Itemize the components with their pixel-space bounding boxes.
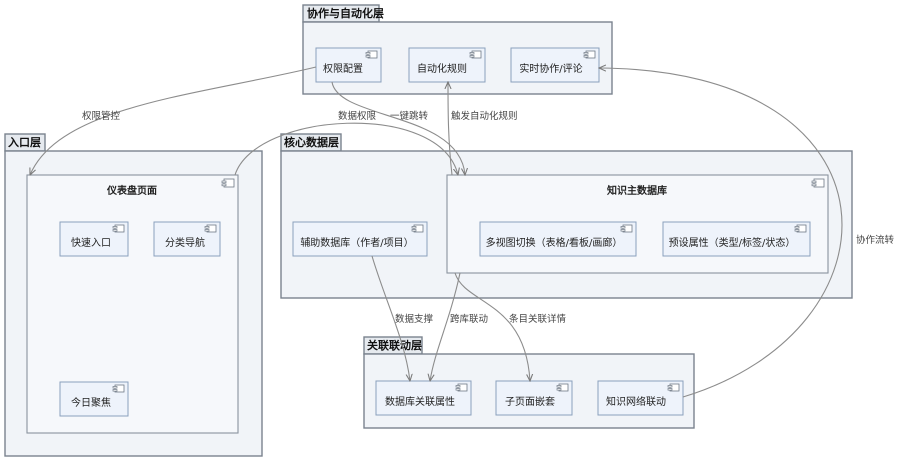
container-dashboard: 仪表盘页面	[26, 174, 239, 434]
container-title-master-db: 知识主数据库	[606, 184, 667, 197]
component-category-nav[interactable]: 分类导航	[153, 221, 221, 257]
edge-cross-db	[430, 272, 461, 381]
package-title-core: 核心数据层	[284, 135, 339, 149]
component-realtime-collab[interactable]: 实时协作/评论	[510, 47, 600, 83]
component-label: 多视图切换（表格/看板/画廊）	[486, 236, 623, 249]
container-title-dashboard: 仪表盘页面	[106, 184, 157, 197]
edge-collab-flow	[599, 68, 843, 398]
component-perm-config[interactable]: 权限配置	[315, 47, 382, 83]
component-label: 预设属性（类型/标签/状态）	[669, 236, 796, 249]
package-title-entry: 入口层	[8, 136, 41, 149]
component-icon	[469, 50, 482, 59]
component-icon	[455, 383, 468, 392]
component-auto-rules[interactable]: 自动化规则	[408, 47, 486, 83]
component-label: 权限配置	[323, 62, 363, 75]
component-db-relation[interactable]: 数据库关联属性	[375, 380, 472, 416]
package-title-link: 关联联动层	[367, 338, 422, 352]
component-label: 今日聚焦	[71, 396, 111, 409]
component-icon	[556, 383, 569, 392]
edge-perm-control	[30, 66, 317, 175]
component-label: 知识网络联动	[606, 395, 666, 408]
component-preset-props[interactable]: 预设属性（类型/标签/状态）	[662, 221, 811, 257]
component-aux-db[interactable]: 辅助数据库（作者/项目）	[292, 221, 428, 257]
component-icon	[583, 50, 596, 59]
component-knowledge-link[interactable]: 知识网络联动	[597, 380, 684, 416]
edge-label-cross-db: 跨库联动	[450, 313, 488, 325]
component-subpage-nest[interactable]: 子页面嵌套	[495, 380, 573, 416]
edge-label-one-click-jump: 一键跳转	[390, 110, 429, 122]
edge-label-data-perm: 数据权限	[338, 110, 377, 122]
edge-label-collab-flow: 协作流转	[856, 234, 895, 246]
component-icon	[667, 383, 680, 392]
component-multi-view[interactable]: 多视图切换（表格/看板/画廊）	[479, 221, 637, 257]
component-label: 数据库关联属性	[385, 395, 455, 408]
edge-label-perm-control: 权限管控	[82, 110, 121, 122]
edge-label-trigger-rules: 触发自动化规则	[451, 110, 518, 122]
component-icon	[112, 384, 125, 393]
edge-label-data-support: 数据支撑	[395, 313, 434, 325]
edge-data-perm	[331, 81, 465, 175]
component-icon	[365, 50, 378, 59]
edge-entry-detail	[454, 272, 530, 381]
component-icon	[620, 224, 633, 233]
component-icon	[112, 224, 125, 233]
component-today-focus[interactable]: 今日聚焦	[59, 381, 129, 417]
edge-data-support	[371, 255, 410, 381]
component-icon	[811, 178, 825, 188]
component-label: 子页面嵌套	[505, 395, 555, 408]
component-label: 自动化规则	[417, 62, 467, 75]
component-label: 分类导航	[165, 236, 205, 249]
component-icon	[204, 224, 217, 233]
component-label: 实时协作/评论	[519, 62, 582, 75]
edge-label-entry-detail: 条目关联详情	[509, 313, 567, 325]
component-quick-entry[interactable]: 快速入口	[59, 221, 129, 257]
component-label: 快速入口	[71, 237, 111, 249]
component-label: 辅助数据库（作者/项目）	[300, 236, 413, 249]
package-title-collab: 协作与自动化层	[307, 6, 384, 20]
component-icon	[411, 224, 424, 233]
component-icon	[794, 224, 807, 233]
edge-trigger-rules	[448, 82, 453, 176]
component-icon	[221, 178, 235, 188]
edge-one-click-jump	[234, 122, 458, 175]
